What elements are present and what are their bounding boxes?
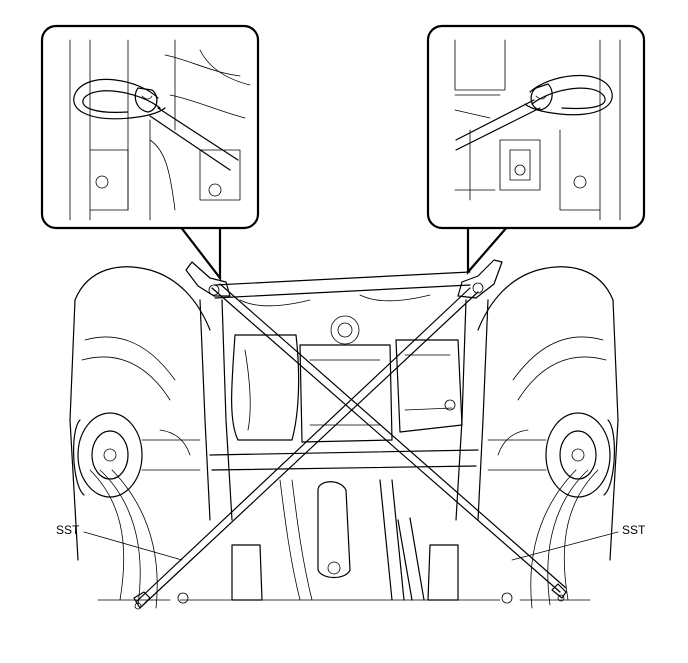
sst-label-right: SST: [622, 523, 646, 537]
sst-tool-left-to-right: [185, 261, 567, 602]
vehicle-underbody: [69, 266, 619, 609]
detail-callout-right: [426, 24, 646, 230]
sst-leader-lines: [83, 531, 619, 561]
callout-pointers: [177, 224, 511, 282]
detail-callout-left: [40, 24, 260, 230]
sst-label-left: SST: [56, 523, 80, 537]
sst-tool-right-to-left: [133, 259, 503, 610]
